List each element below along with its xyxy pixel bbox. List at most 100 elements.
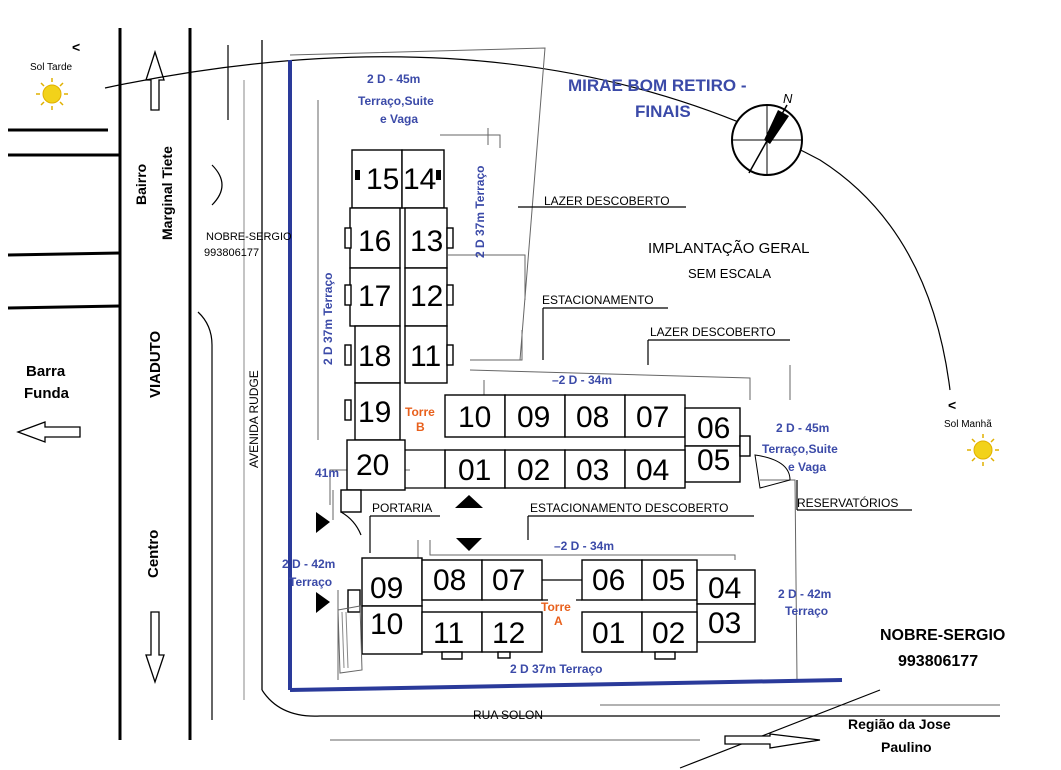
sun-icon-afternoon [36, 78, 68, 110]
torre-b-label: Torre [405, 405, 435, 419]
unit-b-16[interactable] [349, 207, 401, 269]
street-lines [7, 28, 1000, 769]
unit-number-b16: 16 [358, 225, 391, 258]
unit-a-10[interactable] [361, 605, 423, 655]
unit-a-04[interactable] [696, 569, 756, 605]
unit-number-b17: 17 [358, 280, 391, 313]
unit-a-08[interactable] [421, 559, 483, 601]
unit-number-a01: 01 [592, 617, 625, 650]
entrance-right-icon-2 [316, 592, 330, 613]
unit-b-07[interactable] [624, 394, 686, 438]
unit-number-b07: 07 [636, 401, 669, 434]
arrow-down-icon [145, 611, 165, 685]
unit-a-12[interactable] [481, 611, 543, 653]
callout-lines [369, 206, 912, 553]
unit-a-03[interactable] [696, 603, 756, 643]
blue-boundary-south [289, 678, 843, 692]
contact-small-name: NOBRE-SERGIO [206, 231, 292, 243]
unit-number-a03: 03 [708, 607, 741, 640]
contact-large-phone: 993806177 [898, 653, 978, 670]
street-avenida-rudge: AVENIDA RUDGE [247, 370, 261, 468]
sun-afternoon-label: Sol Tarde [30, 62, 73, 73]
unit-number-a07: 07 [492, 564, 525, 597]
arrow-up-icon [145, 49, 165, 111]
typology-left-b: 2 D 37m Terraço [321, 273, 335, 366]
torre-a [337, 557, 756, 674]
typology-right-b: 2 D 37m Terraço [473, 166, 487, 259]
unit-number-a04: 04 [708, 572, 741, 605]
label-portaria: PORTARIA [372, 501, 432, 515]
unit-number-b04: 04 [636, 454, 669, 487]
arrow-right-icon [724, 733, 821, 749]
unit-number-b15: 15 [366, 163, 399, 196]
unit-a-05[interactable] [641, 559, 698, 601]
unit-number-a10: 10 [370, 608, 403, 641]
project-title-line2: FINAIS [635, 102, 691, 121]
street-bairro: Bairro [133, 164, 149, 205]
typology-east-a-line2: Terraço [785, 604, 828, 618]
typology-mid-a: –2 D - 34m [554, 539, 614, 553]
unit-a-02[interactable] [641, 611, 698, 653]
typology-south-a: 2 D 37m Terraço [510, 662, 603, 676]
portaria-gate [340, 489, 362, 536]
street-viaduto: VIADUTO [147, 330, 164, 398]
region-jose-line1: Região da Jose [848, 716, 951, 732]
unit-b-17[interactable] [349, 267, 401, 327]
label-lazer-1: LAZER DESCOBERTO [544, 194, 670, 208]
torre-b [344, 149, 751, 491]
unit-number-a08: 08 [433, 564, 466, 597]
typology-41m: 41m [315, 466, 339, 480]
unit-number-b11: 11 [410, 340, 441, 373]
unit-number-a02: 02 [652, 617, 685, 650]
unit-b-05[interactable] [684, 445, 741, 483]
unit-number-b10: 10 [458, 401, 491, 434]
contact-large-name: NOBRE-SERGIO [880, 627, 1005, 644]
unit-b-18[interactable] [354, 325, 401, 384]
sun-marker-morning: < [948, 397, 956, 413]
unit-a-09[interactable] [361, 557, 423, 607]
unit-number-b12: 12 [410, 280, 443, 313]
contact-small-phone: 993806177 [204, 247, 259, 259]
unit-number-b20: 20 [356, 449, 389, 482]
plan-scale: SEM ESCALA [688, 266, 771, 281]
unit-b-04[interactable] [624, 449, 686, 489]
unit-number-a11: 11 [433, 617, 464, 650]
typology-west-a-line2: Terraço [289, 575, 332, 589]
site-lines [317, 100, 751, 680]
unit-number-a05: 05 [652, 564, 685, 597]
unit-b-09[interactable] [504, 394, 566, 438]
street-centro: Centro [145, 530, 162, 578]
street-marginal: Marginal Tiete [159, 146, 175, 240]
label-estacionamento: ESTACIONAMENTO [542, 293, 654, 307]
typology-east-line1: 2 D - 45m [776, 421, 829, 435]
typology-east-line2: Terraço,Suite [762, 442, 838, 456]
project-title-line1: MIRAE BOM RETIRO - [568, 76, 747, 95]
unit-b-06[interactable] [684, 407, 741, 447]
unit-number-b02: 02 [517, 454, 550, 487]
unit-b-01[interactable] [444, 449, 506, 489]
unit-number-b13: 13 [410, 225, 443, 258]
label-estacionamento-descoberto: ESTACIONAMENTO DESCOBERTO [530, 501, 728, 515]
unit-number-a12: 12 [492, 617, 525, 650]
unit-number-b18: 18 [358, 340, 391, 373]
unit-b-20[interactable] [346, 439, 406, 491]
unit-number-b08: 08 [576, 401, 609, 434]
typology-mid-b: –2 D - 34m [552, 373, 612, 387]
sun-path-arc [104, 56, 951, 391]
typology-east-a-line1: 2 D - 42m [778, 587, 831, 601]
unit-number-a09: 09 [370, 572, 403, 605]
unit-a-06[interactable] [581, 559, 643, 601]
torre-b-letter: B [416, 420, 425, 434]
sun-marker-afternoon: < [72, 39, 80, 55]
entrance-down-icon [456, 538, 482, 551]
unit-b-08[interactable] [564, 394, 626, 438]
entrance-right-icon-1 [316, 512, 330, 533]
typology-east-line3: e Vaga [788, 460, 826, 474]
arrow-left-icon [16, 421, 81, 443]
sun-icon-morning [967, 434, 999, 466]
entrance-up-icon [455, 495, 483, 508]
label-lazer-2: LAZER DESCOBERTO [650, 325, 776, 339]
unit-b-02[interactable] [504, 449, 566, 489]
unit-b-12[interactable] [404, 267, 448, 327]
